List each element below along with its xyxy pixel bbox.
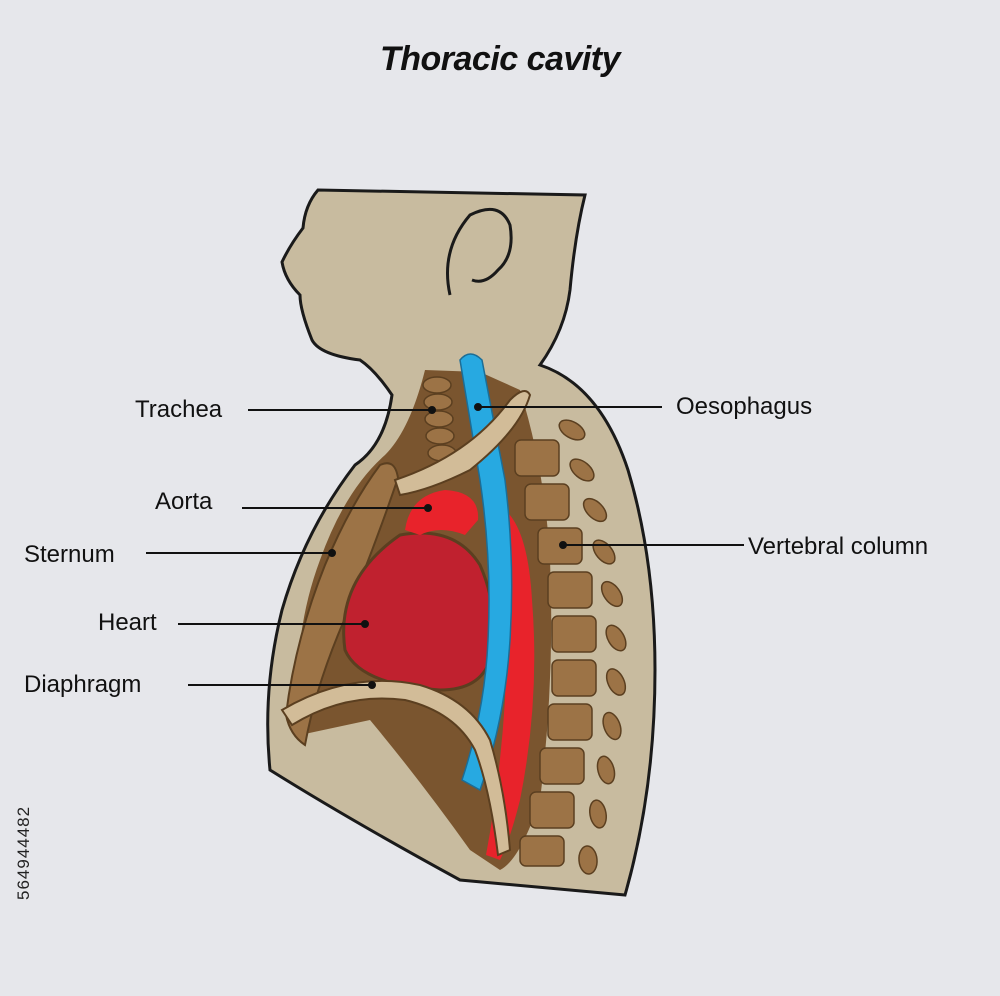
- label-aorta: Aorta: [155, 488, 213, 515]
- label-sternum: Sternum: [24, 541, 115, 568]
- vertebrae: [514, 439, 597, 867]
- aorta-descending: [486, 510, 535, 860]
- diaphragm-band: [280, 679, 512, 857]
- ear: [446, 207, 513, 296]
- label-diaphragm: Diaphragm: [24, 671, 142, 698]
- clavicle-rib: [393, 390, 532, 497]
- label-heart: Heart: [98, 609, 157, 636]
- trachea-rings: [422, 376, 457, 462]
- stock-id: 564944482: [14, 805, 33, 900]
- oesophagus-tube: [459, 353, 513, 792]
- diagram-title: Thoracic cavity: [379, 40, 621, 78]
- label-vertebral-column: Vertebral column: [748, 533, 929, 560]
- leader-lines: [146, 403, 744, 689]
- aorta-arch: [405, 490, 479, 535]
- sternum-bone: [284, 462, 400, 747]
- spinous-processes: [558, 419, 627, 875]
- label-trachea: Trachea: [135, 396, 223, 423]
- heart-shape: [342, 531, 495, 692]
- label-oesophagus: Oesophagus: [676, 393, 813, 420]
